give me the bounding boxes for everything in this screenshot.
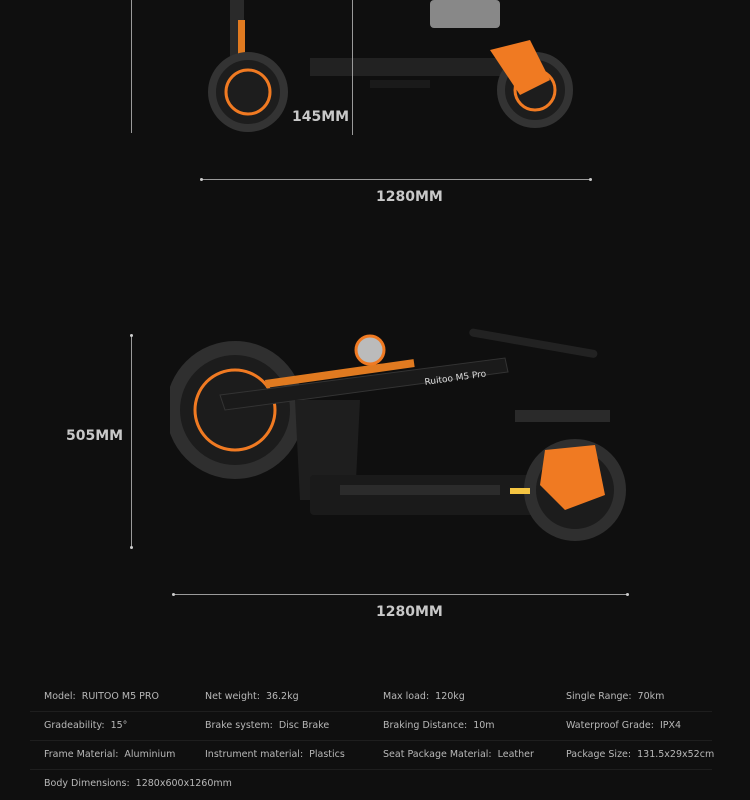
folded-length-label: 1280MM <box>376 604 443 620</box>
spec-gradeability: Gradeability:15° <box>44 720 128 731</box>
spec-seat-material: Seat Package Material:Leather <box>383 749 534 760</box>
height-line-left <box>131 0 132 133</box>
line-endpoint <box>130 334 133 337</box>
line-endpoint <box>626 593 629 596</box>
spec-body-dimensions: Body Dimensions:1280x600x1260mm <box>44 778 232 789</box>
spec-max-load: Max load:120kg <box>383 691 465 702</box>
folded-height-label: 505MM <box>66 428 124 444</box>
spec-braking-distance: Braking Distance:10m <box>383 720 495 731</box>
spec-row: Gradeability:15° Brake system:Disc Brake… <box>30 712 712 741</box>
scooter-side-image <box>208 0 573 132</box>
spec-model: Model:RUITOO M5 PRO <box>44 691 159 702</box>
length-line-top <box>201 179 591 180</box>
spec-package-size: Package Size:131.5x29x52cm <box>566 749 715 760</box>
length-label-top: 1280MM <box>376 189 443 205</box>
spec-frame: Frame Material:Aluminium <box>44 749 176 760</box>
line-endpoint <box>200 178 203 181</box>
spec-net-weight: Net weight:36.2kg <box>205 691 299 702</box>
line-endpoint <box>172 593 175 596</box>
scooter-folded-image: Ruitoo M5 Pro <box>170 328 626 541</box>
seat-height-line <box>352 0 353 135</box>
seat-height-label: 145MM <box>292 109 350 125</box>
spec-row: Frame Material:Aluminium Instrument mate… <box>30 741 715 770</box>
spec-row: Model:RUITOO M5 PRO Net weight:36.2kg Ma… <box>30 683 712 712</box>
spec-waterproof: Waterproof Grade:IPX4 <box>566 720 682 731</box>
spec-brake: Brake system:Disc Brake <box>205 720 330 731</box>
line-endpoint <box>589 178 592 181</box>
spec-row: Body Dimensions:1280x600x1260mm <box>30 770 712 799</box>
length-line-folded <box>173 594 628 595</box>
spec-instrument: Instrument material:Plastics <box>205 749 345 760</box>
line-endpoint <box>130 546 133 549</box>
spec-range: Single Range:70km <box>566 691 665 702</box>
height-line-folded <box>131 335 132 548</box>
